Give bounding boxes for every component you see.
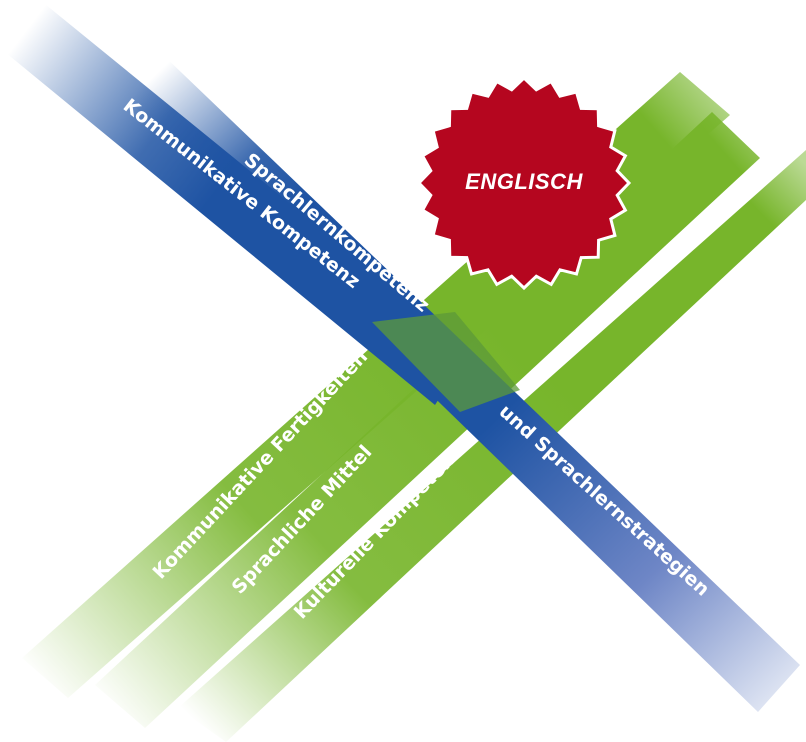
band-kommunikative-fertigkeiten	[22, 72, 730, 698]
label-sprachlernstrategien: und Sprachlernstrategien	[495, 400, 714, 600]
band-overlap	[372, 312, 520, 412]
seal-label: ENGLISCH	[465, 169, 583, 194]
englisch-seal: ENGLISCH	[416, 75, 632, 291]
band-sprachliche-mittel	[95, 112, 760, 728]
label-kommunikative-kompetenz: Kommunikative Kompetenz	[119, 95, 364, 293]
